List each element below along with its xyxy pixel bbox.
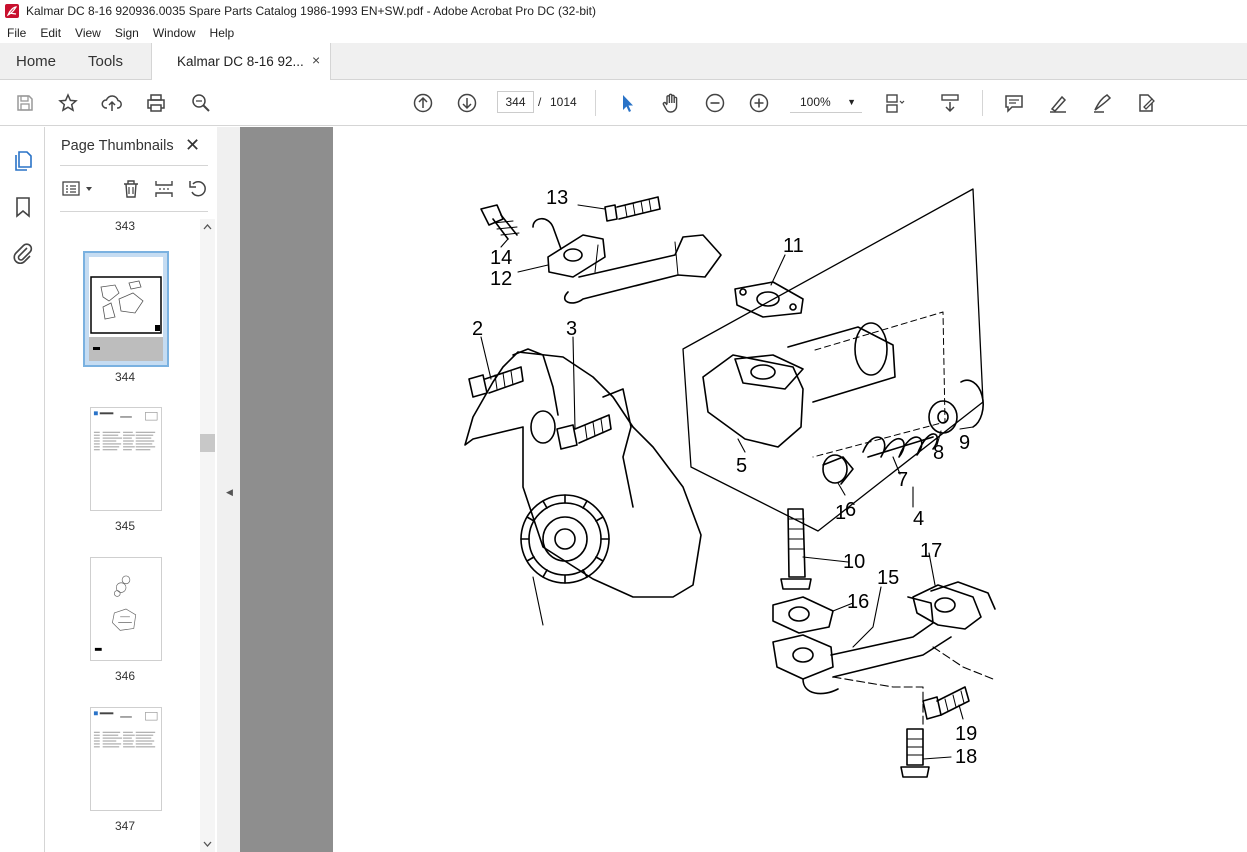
menu-bar: File Edit View Sign Window Help [0, 22, 1247, 43]
thumbnail-preview-345 [93, 411, 158, 451]
page-total: 1014 [550, 95, 577, 109]
left-navigation-rail [0, 127, 45, 852]
main-toolbar [0, 80, 1247, 126]
tab-home[interactable]: Home [16, 53, 57, 70]
thumbnail-preview-346 [94, 575, 137, 651]
tab-close-icon[interactable]: × [312, 52, 321, 68]
callout-11: 11 [783, 235, 804, 257]
scroll-mode-icon[interactable] [937, 90, 963, 116]
menu-view[interactable]: View [75, 25, 101, 40]
callout-14: 14 [490, 247, 513, 269]
pdf-page: 1 2 3 4 5 6 7 8 9 10 11 12 13 14 15 16 1… [333, 127, 1247, 852]
panel-divider [60, 211, 208, 212]
callout-8: 8 [933, 442, 945, 464]
thumbnail-page-345[interactable] [90, 407, 162, 511]
thumbnail-label-345: 345 [114, 519, 136, 533]
zoom-level-value: 100% [800, 95, 831, 109]
zoom-in-icon[interactable] [746, 90, 772, 116]
fill-sign-icon[interactable] [1089, 90, 1115, 116]
page-number-input[interactable]: 344 [497, 91, 534, 113]
thumbnail-label-347: 347 [114, 819, 136, 833]
callout-3: 3 [566, 318, 578, 340]
thumbnail-options-icon[interactable] [61, 177, 93, 201]
callout-13: 13 [546, 187, 569, 209]
thumbnail-page-347[interactable] [90, 707, 162, 811]
highlight-pen-icon[interactable] [1045, 90, 1071, 116]
callout-2: 2 [472, 318, 484, 340]
callout-5: 5 [736, 455, 748, 477]
menu-sign[interactable]: Sign [114, 25, 139, 40]
toolbar-separator [982, 90, 983, 116]
panel-collapse-bar[interactable]: ◀ [217, 127, 240, 852]
bookmark-star-icon[interactable] [55, 90, 81, 116]
page-thumbnails-panel: Page Thumbnails ✕ 343 344 [45, 127, 217, 852]
callout-19: 19 [955, 723, 978, 745]
callout-1: 1 [835, 502, 847, 524]
zoom-search-icon[interactable] [188, 90, 214, 116]
page-separator: / [538, 95, 542, 109]
callout-15: 15 [877, 567, 900, 589]
callout-10: 10 [843, 551, 866, 573]
callout-12: 12 [490, 268, 513, 290]
thumbnail-page-344[interactable] [83, 251, 169, 367]
select-cursor-icon[interactable] [614, 90, 640, 116]
menu-help[interactable]: Help [209, 25, 235, 40]
scroll-up-icon[interactable] [200, 221, 215, 233]
window-title: Kalmar DC 8-16 920936.0035 Spare Parts C… [26, 4, 596, 18]
callout-9: 9 [959, 432, 971, 454]
scroll-down-icon[interactable] [200, 838, 215, 850]
scrollbar-thumb[interactable] [200, 434, 215, 452]
tab-document[interactable]: Kalmar DC 8-16 92... × [151, 43, 331, 81]
callout-17: 17 [920, 540, 943, 562]
rotate-page-icon[interactable] [187, 177, 209, 201]
hand-tool-icon[interactable] [658, 90, 684, 116]
insert-page-icon[interactable] [153, 177, 175, 201]
thumbnail-page-346[interactable] [90, 557, 162, 661]
tab-tools[interactable]: Tools [88, 53, 124, 70]
callout-4: 4 [913, 508, 925, 530]
close-icon[interactable]: ✕ [185, 135, 201, 155]
exploded-parts-diagram [464, 188, 996, 778]
menu-window[interactable]: Window [152, 25, 196, 40]
tab-document-label: Kalmar DC 8-16 92... [177, 54, 304, 69]
chevron-down-icon: ▼ [847, 97, 856, 107]
zoom-out-icon[interactable] [702, 90, 728, 116]
page-thumbnails-icon[interactable] [11, 148, 35, 172]
acrobat-app-icon [5, 4, 19, 18]
menu-file[interactable]: File [7, 25, 27, 40]
delete-trash-icon[interactable] [120, 177, 142, 201]
title-bar: Kalmar DC 8-16 920936.0035 Spare Parts C… [0, 0, 1247, 22]
edit-pdf-icon[interactable] [1133, 90, 1159, 116]
document-viewer[interactable]: 1 2 3 4 5 6 7 8 9 10 11 12 13 14 15 16 1… [240, 127, 1247, 852]
callout-7: 7 [897, 469, 909, 491]
bookmarks-icon[interactable] [11, 195, 35, 219]
save-icon[interactable] [12, 90, 38, 116]
attachments-paperclip-icon[interactable] [11, 241, 35, 265]
tab-bar: Home Tools Kalmar DC 8-16 92... × [0, 43, 1247, 81]
comment-icon[interactable] [1001, 90, 1027, 116]
thumbnail-label-344: 344 [114, 370, 136, 384]
callout-16: 16 [847, 591, 870, 613]
panel-divider [60, 165, 208, 166]
next-page-icon[interactable] [454, 90, 480, 116]
collapse-arrow-icon[interactable]: ◀ [226, 487, 233, 497]
thumbnail-preview-347 [93, 711, 158, 748]
zoom-level-dropdown[interactable]: 100% ▼ [790, 91, 862, 113]
thumbnail-preview-344 [89, 257, 163, 361]
panel-title: Page Thumbnails [61, 138, 174, 154]
thumbnail-scrollbar[interactable] [200, 219, 215, 852]
thumbnail-label-346: 346 [114, 669, 136, 683]
print-icon[interactable] [143, 90, 169, 116]
callout-18: 18 [955, 746, 978, 768]
menu-edit[interactable]: Edit [40, 25, 62, 40]
page-display-icon[interactable] [882, 90, 908, 116]
previous-page-icon[interactable] [410, 90, 436, 116]
thumbnail-label-343: 343 [114, 219, 136, 233]
upload-cloud-icon[interactable] [99, 90, 125, 116]
callout-6: 6 [845, 499, 857, 521]
toolbar-separator [595, 90, 596, 116]
